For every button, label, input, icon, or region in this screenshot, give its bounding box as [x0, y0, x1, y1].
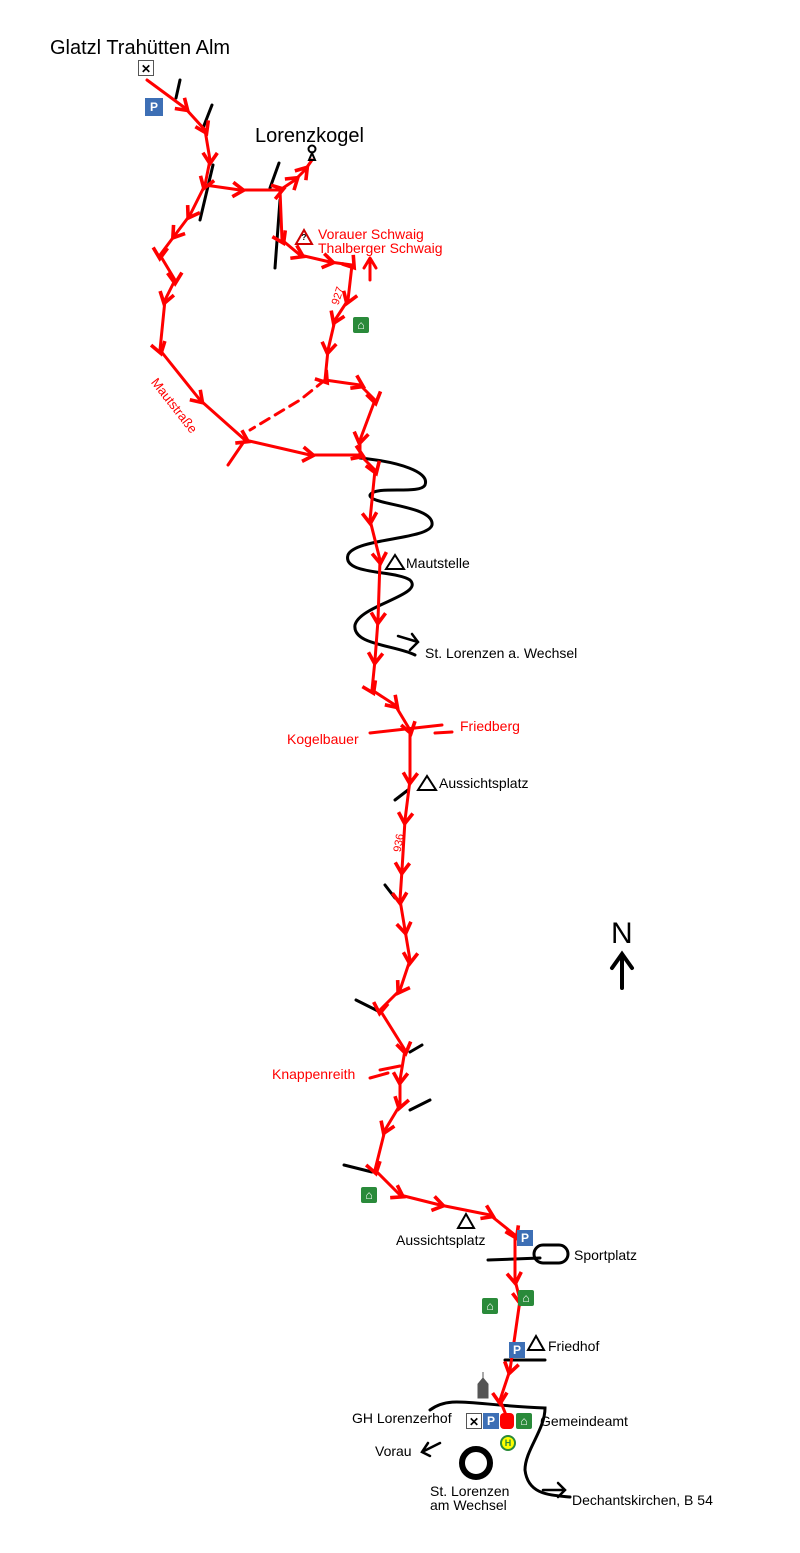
parking-icon: P — [517, 1230, 533, 1246]
restaurant-icon: ✕ — [138, 60, 154, 76]
label-lorenzkogel: Lorenzkogel — [255, 125, 364, 147]
label-gh-lorenzerhof: GH Lorenzerhof — [352, 1410, 452, 1426]
mautstelle-triangle-icon — [384, 553, 406, 570]
label-mautstelle: Mautstelle — [406, 555, 470, 571]
label-vorauer: Vorauer Schwaig — [318, 226, 424, 242]
label-aussichtsplatz: Aussichtsplatz — [439, 775, 529, 791]
north-arrow — [610, 950, 634, 990]
parking-icon: P — [483, 1413, 499, 1429]
sportplatz-oval — [532, 1243, 570, 1265]
hut-icon: ⌂ — [361, 1187, 377, 1203]
label-st-lorenzen-2: am Wechsel — [430, 1497, 507, 1513]
hut-icon: ⌂ — [518, 1290, 534, 1306]
parking-icon: P — [145, 98, 163, 116]
label-route-936: 936 — [391, 832, 407, 854]
warning-icon — [294, 227, 314, 245]
label-knappenreith: Knappenreith — [272, 1066, 356, 1082]
label-thalberger: Thalberger Schwaig — [318, 240, 443, 256]
parking-icon: P — [509, 1342, 525, 1358]
label-dechantskirchen: Dechantskirchen, B 54 — [572, 1492, 713, 1508]
viewpoint-triangle-icon — [416, 774, 438, 791]
viewpoint-triangle-icon — [456, 1211, 476, 1229]
label-st-lorenzen-1: St. Lorenzen — [430, 1483, 510, 1499]
compass-north-label: N — [611, 917, 633, 950]
label-vorau: Vorau — [375, 1443, 412, 1459]
bus-stop-label: H — [504, 1438, 512, 1448]
label-aussichtsplatz-2: Aussichtsplatz — [396, 1232, 486, 1248]
hut-icon: ⌂ — [482, 1298, 498, 1314]
label-gemeindeamt: Gemeindeamt — [540, 1413, 628, 1429]
hiking-route — [145, 78, 529, 1429]
start-point — [500, 1413, 514, 1429]
label-friedhof: Friedhof — [548, 1338, 600, 1354]
label-friedberg: Friedberg — [460, 718, 520, 734]
roads — [174, 78, 634, 1499]
label-st-lorenzen-wechsel: St. Lorenzen a. Wechsel — [425, 645, 578, 661]
restaurant-icon: ✕ — [466, 1413, 482, 1429]
hut-icon: ⌂ — [516, 1413, 532, 1429]
friedhof-triangle-icon — [526, 1333, 546, 1351]
town-circle — [459, 1446, 493, 1480]
hut-icon: ⌂ — [353, 317, 369, 333]
bus-stop-icon — [500, 1435, 516, 1451]
warning-label: ? — [301, 233, 307, 242]
label-sportplatz: Sportplatz — [574, 1247, 638, 1263]
church-icon — [477, 1372, 489, 1399]
label-glatzl: Glatzl Trahütten Alm — [50, 37, 231, 59]
label-kogelbauer: Kogelbauer — [287, 731, 359, 747]
